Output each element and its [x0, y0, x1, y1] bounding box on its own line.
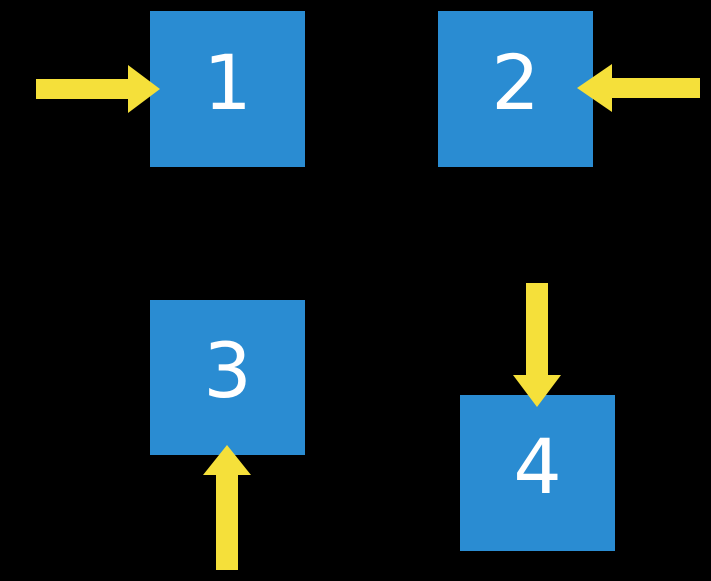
box-2: 2 [438, 11, 593, 167]
box-3: 3 [150, 300, 305, 455]
arrow-up-icon [203, 445, 251, 570]
arrow-left-icon [577, 64, 700, 112]
box-3-label: 3 [203, 326, 252, 415]
box-4: 4 [460, 395, 615, 551]
box-4-label: 4 [513, 421, 562, 511]
box-1-label: 1 [203, 37, 252, 127]
arrow-down-icon [513, 283, 561, 407]
arrow-right-icon [36, 65, 160, 113]
box-1: 1 [150, 11, 305, 167]
box-2-label: 2 [491, 37, 540, 127]
